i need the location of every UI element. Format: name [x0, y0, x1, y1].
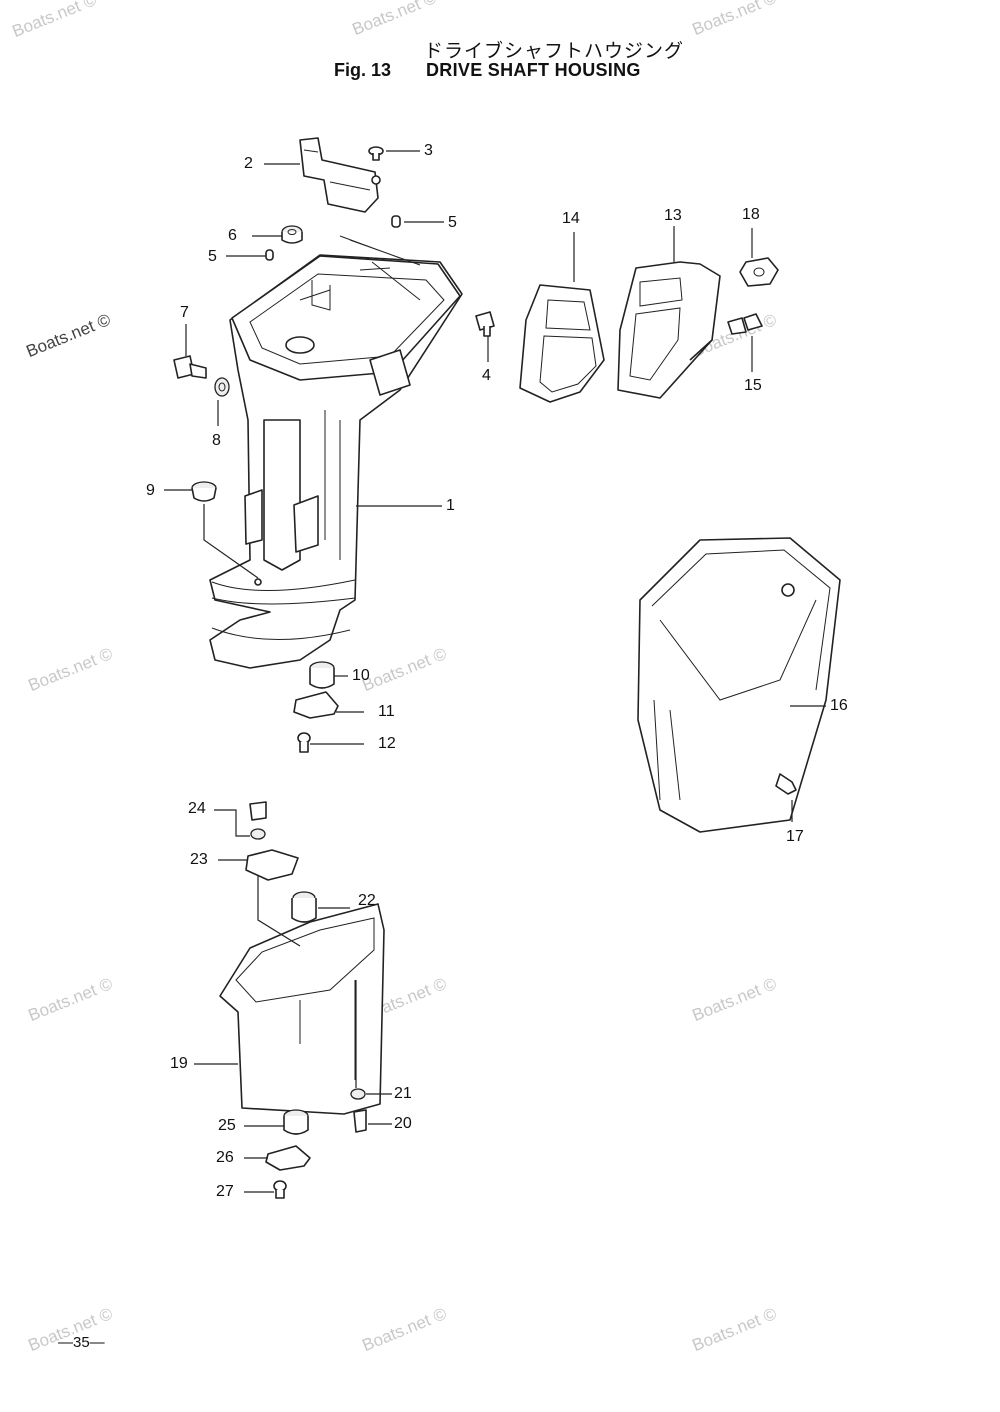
callout-20: 20	[394, 1115, 412, 1132]
callout-7: 7	[180, 304, 189, 321]
callout-10: 10	[352, 667, 370, 684]
callout-15: 15	[744, 377, 762, 394]
part-25-grommet	[283, 1109, 309, 1135]
part-21-washer	[350, 1088, 366, 1100]
part-19-lower-housing	[219, 903, 385, 1115]
callout-27: 27	[216, 1183, 234, 1200]
callout-3: 3	[424, 142, 433, 159]
part-18-nut	[739, 257, 779, 287]
callout-1: 1	[446, 497, 455, 514]
leader-lines	[164, 150, 826, 1193]
callout-22: 22	[358, 892, 376, 909]
part-15-fitting	[727, 313, 763, 335]
part-20-bolt	[353, 1109, 367, 1133]
callout-12: 12	[378, 735, 396, 752]
callout-5-upper: 5	[448, 214, 457, 231]
part-2-bracket	[299, 137, 381, 213]
part-14-gasket	[519, 284, 605, 403]
callout-17: 17	[786, 828, 804, 845]
callout-19: 19	[170, 1055, 188, 1072]
part-4-screw	[475, 311, 495, 337]
part-23-plate	[245, 849, 299, 881]
part-24-bolt	[249, 801, 267, 840]
part-12-screw	[297, 732, 311, 753]
callout-6: 6	[228, 227, 237, 244]
callout-18: 18	[742, 206, 760, 223]
callout-24: 24	[188, 800, 206, 817]
part-11-clip	[293, 691, 339, 719]
part-1-housing	[209, 235, 463, 669]
callout-14: 14	[562, 210, 580, 227]
part-13-cover	[617, 261, 721, 399]
title-japanese: ドライブシャフトハウジング	[424, 40, 685, 62]
part-26-clip	[265, 1145, 311, 1171]
part-27-screw	[273, 1180, 287, 1199]
part-5-pin	[265, 249, 274, 261]
callout-16: 16	[830, 697, 848, 714]
callout-21: 21	[394, 1085, 412, 1102]
callout-11: 11	[378, 703, 395, 720]
part-5-pin	[391, 215, 401, 228]
page-number: —35—	[58, 1334, 105, 1351]
part-10-grommet	[309, 661, 335, 689]
part-8-washer	[214, 377, 230, 397]
part-17-screw	[775, 773, 797, 795]
title-english: DRIVE SHAFT HOUSING	[426, 60, 641, 80]
part-6-grommet	[281, 225, 303, 244]
figure-number: Fig. 13	[334, 60, 392, 80]
callout-5-lower: 5	[208, 248, 217, 265]
callout-25: 25	[218, 1117, 236, 1134]
callout-26: 26	[216, 1149, 234, 1166]
callout-4: 4	[482, 367, 491, 384]
part-7-bolt	[173, 355, 207, 379]
part-3-screw	[368, 146, 384, 161]
callout-2: 2	[244, 155, 253, 172]
callout-23: 23	[190, 851, 208, 868]
part-16-cover	[637, 537, 841, 833]
part-9-plug	[191, 481, 217, 502]
callout-13: 13	[664, 207, 682, 224]
part-22-grommet	[291, 891, 317, 923]
callout-9: 9	[146, 482, 155, 499]
callout-8: 8	[212, 432, 221, 449]
